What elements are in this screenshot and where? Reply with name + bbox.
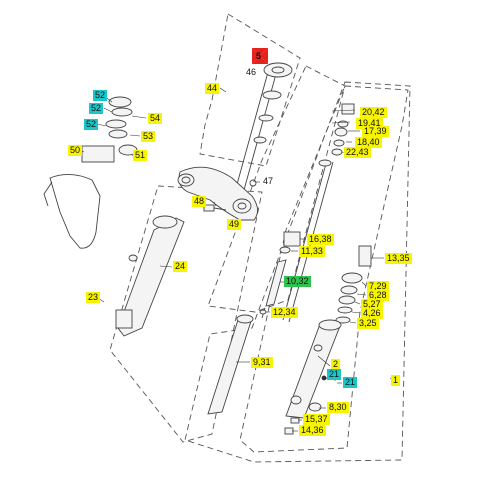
label-11-33[interactable]: 11,33 [299,246,325,257]
label-4-26[interactable]: 4,26 [361,308,383,319]
label-2[interactable]: 2 [331,359,341,370]
label-1[interactable]: 1 [391,375,401,386]
label-12-34[interactable]: 12,34 [271,307,298,318]
label-6-28[interactable]: 6,28 [367,290,389,301]
bracket-sketch [43,174,101,249]
label-52-bottom[interactable]: 52 [84,119,99,130]
label-47[interactable]: 47 [263,176,274,186]
right-outer-tube [285,319,342,419]
right-fork-upper-parts [331,103,355,156]
right-seal-stack [335,245,372,324]
leader-lines [79,87,399,432]
label-3-25[interactable]: 3,25 [357,318,379,329]
label-52-middle[interactable]: 52 [89,103,104,114]
label-52-top[interactable]: 52 [93,90,108,101]
red-marker-5 [252,48,268,64]
label-15-37[interactable]: 15,37 [303,414,330,425]
label-44[interactable]: 44 [205,83,220,94]
label-10-32[interactable]: 10,32 [284,276,311,287]
steering-stem-frame [199,13,301,167]
label-23[interactable]: 23 [86,292,101,303]
label-5-27[interactable]: 5,27 [361,299,383,310]
part-47 [249,179,257,187]
label-18-40[interactable]: 18,40 [355,137,382,148]
label-14-36[interactable]: 14,36 [299,425,326,436]
label-46[interactable]: 46 [246,67,257,77]
label-51[interactable]: 51 [133,150,148,161]
label-49[interactable]: 49 [227,219,242,230]
label-16-38[interactable]: 16,38 [307,234,334,245]
label-53[interactable]: 53 [141,131,156,142]
label-21-lower[interactable]: 21 [343,377,358,388]
label-21-upper[interactable]: 21 [327,369,342,380]
label-22-43[interactable]: 22,43 [344,147,371,158]
left-fork-tube [115,215,185,337]
label-24[interactable]: 24 [173,261,188,272]
label-48[interactable]: 48 [192,196,207,207]
label-8-30[interactable]: 8,30 [327,402,349,413]
label-20-42[interactable]: 20,42 [360,107,387,118]
label-13-35[interactable]: 13,35 [385,253,412,264]
label-5[interactable]: 5 [256,51,262,61]
label-19-41[interactable]: 19,41 [356,118,383,129]
bottom-bolts [284,402,322,435]
inner-fork-tube [207,314,254,415]
label-17-39[interactable]: 17,39 [362,126,389,137]
part-12-34 [259,307,267,319]
steering-stem [235,71,282,191]
label-54[interactable]: 54 [148,113,163,124]
left-washer-stack [81,96,138,163]
label-50[interactable]: 50 [68,145,83,156]
bolt-48 [203,204,227,212]
label-9-31[interactable]: 9,31 [251,357,273,368]
lower-triple-clamp [177,166,258,221]
cartridge-10-32 [265,259,287,307]
label-7-29[interactable]: 7,29 [367,281,389,292]
top-nut-46 [263,62,293,78]
spring-16-38 [279,231,301,254]
